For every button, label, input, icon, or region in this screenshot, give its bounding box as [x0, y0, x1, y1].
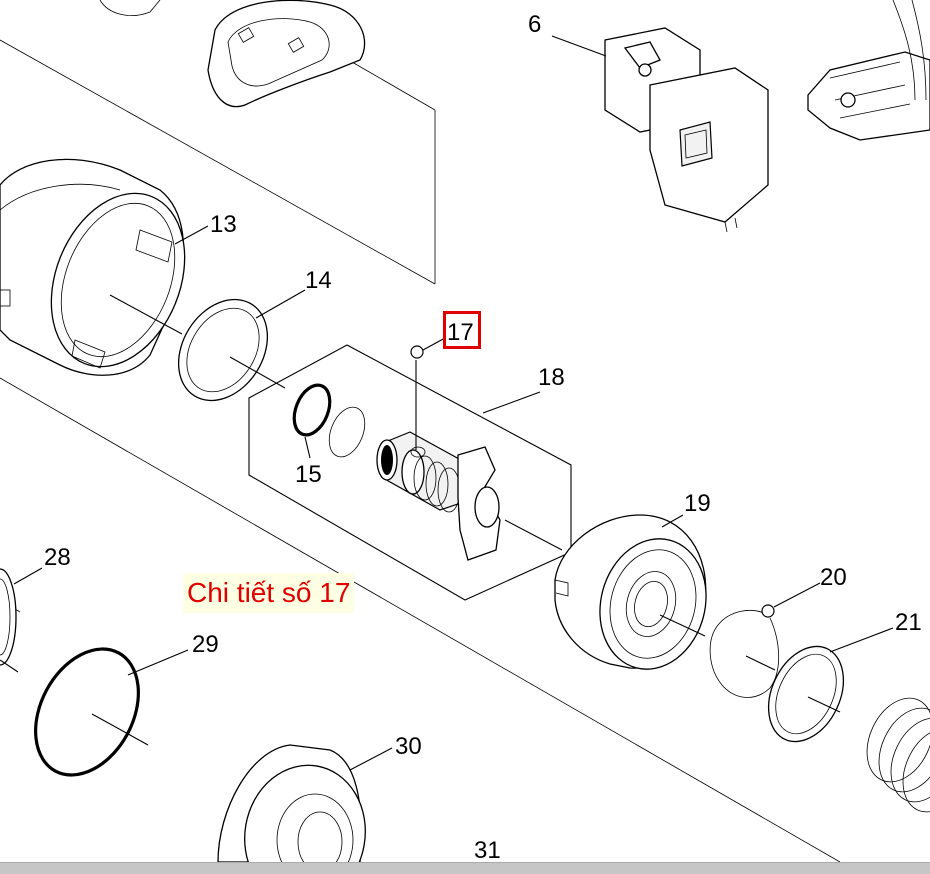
- label-part-28: 28: [44, 544, 71, 571]
- highlight-caption: Chi tiết số 17: [183, 573, 355, 613]
- label-part-19: 19: [684, 490, 711, 517]
- label-part-31: 31: [474, 837, 501, 862]
- label-part-14: 14: [305, 267, 332, 294]
- housing-piece-right: [807, 0, 930, 141]
- part-14-flat-washer: [177, 289, 306, 402]
- label-part-6: 6: [528, 11, 541, 38]
- part-28-fragment: [0, 567, 43, 673]
- part-30-hub: [217, 744, 393, 862]
- part-number-labels: 6 13 14 15 17 18 19 20 21 28 29 30 31: [44, 11, 922, 862]
- label-part-13: 13: [210, 211, 237, 238]
- part-19-hammer-case: [554, 514, 707, 670]
- label-part-30: 30: [395, 733, 422, 760]
- part-21-ring: [767, 627, 894, 743]
- part-6-switch: [551, 27, 769, 233]
- label-part-18: 18: [538, 364, 565, 391]
- label-part-15: 15: [295, 461, 322, 488]
- label-part-21: 21: [895, 609, 922, 636]
- part-29-o-ring: [34, 647, 189, 777]
- housing-piece-top: [99, 0, 366, 108]
- assembly-guide-lines: [0, 39, 841, 862]
- spring: [866, 697, 930, 813]
- label-part-17: 17: [447, 319, 474, 346]
- part-15-o-rings: [292, 383, 366, 459]
- part-18-group-outline: [248, 344, 572, 601]
- label-part-29: 29: [192, 631, 219, 658]
- part-18-anvil: [376, 391, 563, 561]
- part-13-housing: [0, 158, 209, 376]
- label-part-20: 20: [820, 564, 847, 591]
- part-20-steel-balls: [709, 582, 821, 698]
- part-17-steel-ball: [410, 337, 446, 450]
- bottom-scrollbar[interactable]: [0, 862, 930, 874]
